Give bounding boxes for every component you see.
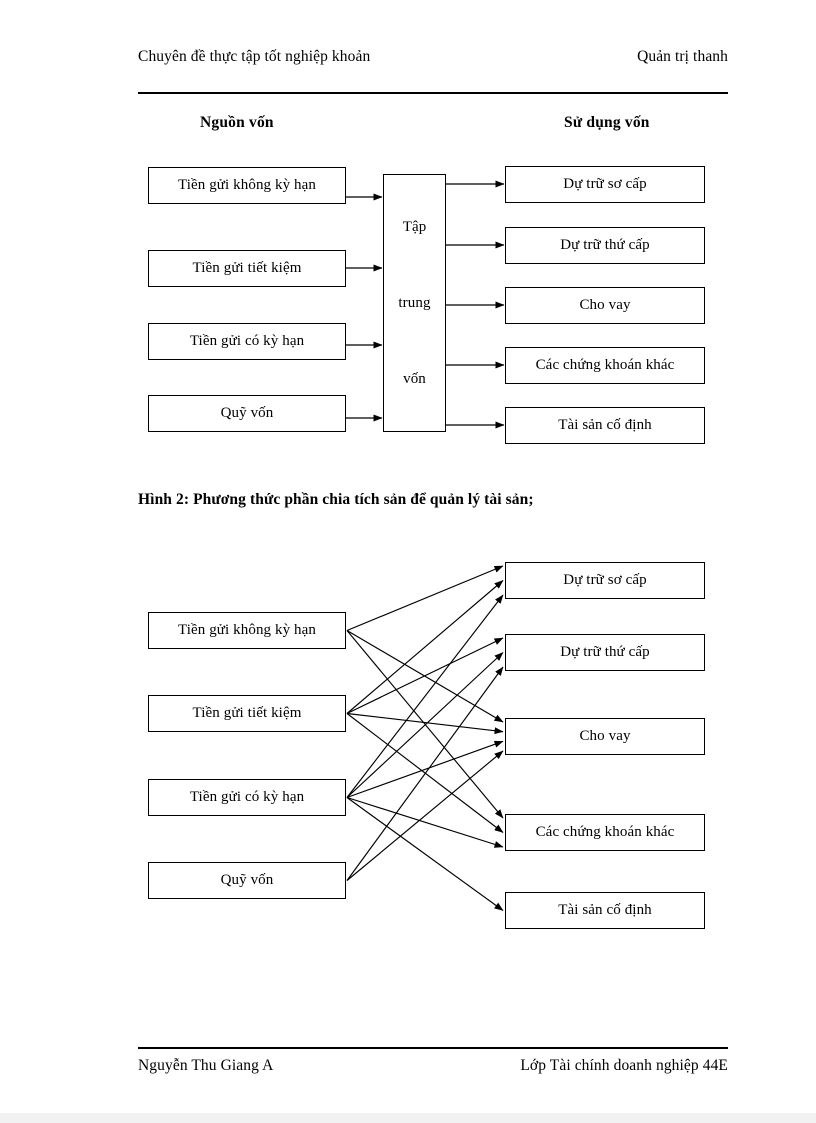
figure2-use-box-2[interactable]: Dự trữ thứ cấp	[505, 634, 705, 671]
figure1-right-column-title: Sử dụng vốn	[564, 114, 650, 131]
figure1-use-box-3[interactable]: Cho vay	[505, 287, 705, 324]
figure1-use-label-3: Cho vay	[579, 296, 631, 313]
figure1-use-box-1[interactable]: Dự trữ sơ cấp	[505, 166, 705, 203]
figure1-use-box-2[interactable]: Dự trữ thứ cấp	[505, 227, 705, 264]
figure2-source-label-1: Tiền gửi không kỳ hạn	[177, 621, 316, 638]
figure2-use-box-4[interactable]: Các chứng khoán khác	[505, 814, 705, 851]
figure1-source-label-4: Quỹ vốn	[220, 404, 274, 421]
figure1-use-label-1: Dự trữ sơ cấp	[563, 175, 647, 192]
figure2-caption: Hình 2: Phương thức phần chia tích sản đ…	[138, 491, 534, 508]
figure2-use-box-3[interactable]: Cho vay	[505, 718, 705, 755]
figure1-use-label-4: Các chứng khoán khác	[535, 356, 675, 373]
footer-right-text: Lớp Tài chính doanh nghiệp 44E	[520, 1057, 728, 1074]
header-right-text: Quản trị thanh	[637, 48, 728, 65]
figure1-center-line-1: Tập	[402, 218, 427, 235]
page-header: Chuyên đề thực tập tốt nghiệp khoản Quản…	[138, 47, 728, 91]
figure1-left-column-title: Nguồn vốn	[200, 114, 274, 131]
figure1-source-label-2: Tiền gửi tiết kiệm	[192, 259, 302, 276]
page-bottom-edge	[0, 1113, 816, 1123]
header-left-text: Chuyên đề thực tập tốt nghiệp khoản	[138, 48, 371, 65]
figure1-use-box-4[interactable]: Các chứng khoán khác	[505, 347, 705, 384]
figure1-source-label-1: Tiền gửi không kỳ hạn	[177, 176, 316, 193]
figure2-source-box-3[interactable]: Tiền gửi có kỳ hạn	[148, 779, 346, 816]
figure2-source-label-2: Tiền gửi tiết kiệm	[192, 704, 302, 721]
figure1-source-box-1[interactable]: Tiền gửi không kỳ hạn	[148, 167, 346, 204]
figure1-use-box-5[interactable]: Tài sản cố định	[505, 407, 705, 444]
figure2-source-box-2[interactable]: Tiền gửi tiết kiệm	[148, 695, 346, 732]
figure2-use-label-5: Tài sản cố định	[558, 901, 652, 918]
figure1-source-box-4[interactable]: Quỹ vốn	[148, 395, 346, 432]
figure2-source-box-4[interactable]: Quỹ vốn	[148, 862, 346, 899]
footer-divider	[138, 1047, 728, 1049]
figure1-use-label-5: Tài sản cố định	[558, 416, 652, 433]
figure2-source-label-3: Tiền gửi có kỳ hạn	[189, 788, 305, 805]
figure2-use-box-1[interactable]: Dự trữ sơ cấp	[505, 562, 705, 599]
figure1-use-label-2: Dự trữ thứ cấp	[560, 236, 650, 253]
figure2-use-label-1: Dự trữ sơ cấp	[563, 571, 647, 588]
figure2-use-box-5[interactable]: Tài sản cố định	[505, 892, 705, 929]
figure2-source-label-4: Quỹ vốn	[220, 871, 274, 888]
figure1-source-box-2[interactable]: Tiền gửi tiết kiệm	[148, 250, 346, 287]
figure2-source-box-1[interactable]: Tiền gửi không kỳ hạn	[148, 612, 346, 649]
figure2-use-label-4: Các chứng khoán khác	[535, 823, 675, 840]
figure2-use-label-2: Dự trữ thứ cấp	[560, 643, 650, 660]
header-divider	[138, 92, 728, 94]
figure1-source-label-3: Tiền gửi có kỳ hạn	[189, 332, 305, 349]
footer-left-text: Nguyễn Thu Giang A	[138, 1057, 274, 1074]
figure1-center-line-2: trung	[398, 294, 431, 311]
figure1-center-line-3: vốn	[403, 370, 426, 387]
figure2-use-label-3: Cho vay	[579, 727, 631, 744]
figure1-source-box-3[interactable]: Tiền gửi có kỳ hạn	[148, 323, 346, 360]
figure1-center-box[interactable]: Tập trung vốn	[383, 174, 446, 432]
